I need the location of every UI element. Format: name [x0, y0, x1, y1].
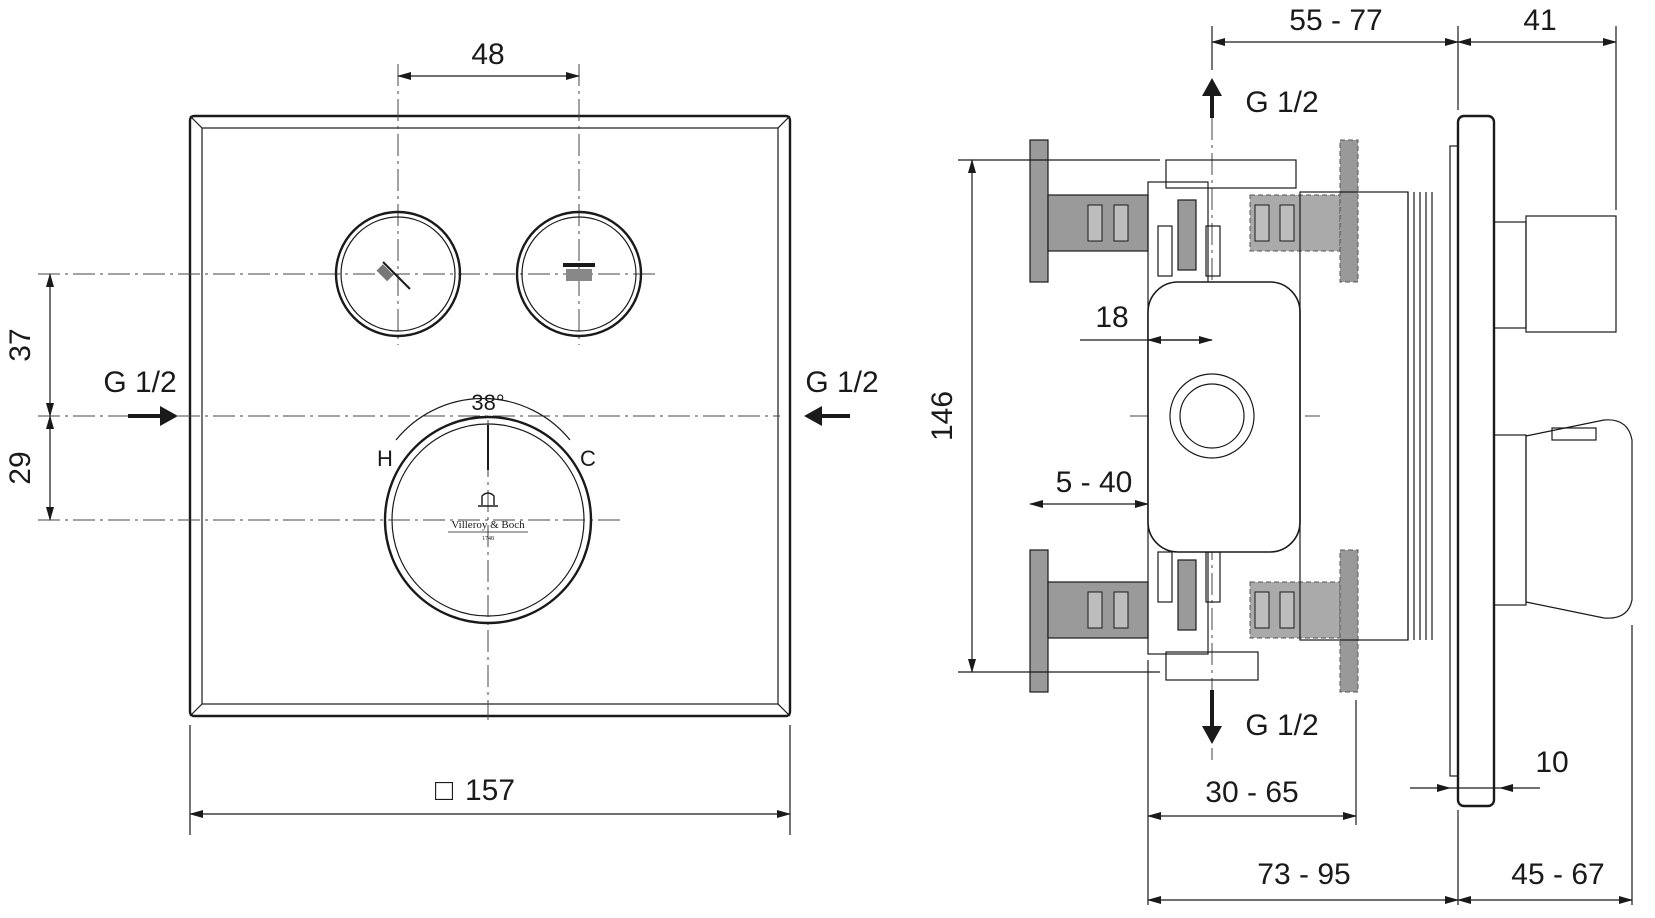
- dim-10: 10: [1535, 746, 1568, 779]
- dim-upper-offset: 37: [4, 328, 37, 361]
- outlet-top-arrow: [1202, 78, 1222, 118]
- hot-label: H: [377, 446, 393, 471]
- angle-label: 38°: [471, 390, 504, 415]
- svg-text:Villeroy & Boch: Villeroy & Boch: [451, 519, 525, 531]
- inlet-left-label: G 1/2: [103, 366, 176, 399]
- side-view: G 1/2 G 1/2 146 18 5 - 40 55 - 77 41: [926, 4, 1633, 905]
- dim-top-left: 55 - 77: [1289, 4, 1382, 37]
- dim-30-65: 30 - 65: [1205, 776, 1298, 809]
- dim-18: 18: [1095, 301, 1128, 334]
- hand-shower-button[interactable]: [334, 210, 462, 338]
- dim-width: 157: [465, 774, 515, 807]
- inlet-left-arrow: [128, 406, 178, 426]
- dim-lower-offset: 29: [4, 451, 37, 484]
- dim-5-40: 5 - 40: [1056, 466, 1133, 499]
- thermostat-knob[interactable]: [383, 415, 593, 625]
- front-view: 38° H C Villeroy & Boch 1748 G 1/2 G 1/2…: [4, 38, 879, 835]
- outlet-top-label: G 1/2: [1245, 86, 1318, 119]
- dim-button-spacing: 48: [471, 38, 504, 71]
- dim-top-right: 41: [1523, 4, 1556, 37]
- wall-plate: [1456, 114, 1496, 808]
- mounting-box: [1147, 281, 1301, 553]
- thread: [1407, 192, 1433, 640]
- dim-height: 146: [926, 391, 959, 441]
- dim-45-67: 45 - 67: [1511, 858, 1604, 891]
- temperature-arc: [395, 398, 571, 441]
- cold-label: C: [580, 446, 596, 471]
- svg-text:1748: 1748: [482, 536, 494, 542]
- dim-width-symbol: □: [435, 774, 454, 807]
- outlet-bottom-label: G 1/2: [1245, 709, 1318, 742]
- hand-shower-icon: [376, 261, 411, 290]
- rain-shower-icon: [563, 263, 595, 281]
- brand-logo: Villeroy & Boch 1748: [448, 492, 528, 542]
- inlet-right-label: G 1/2: [805, 366, 878, 399]
- inlet-right-arrow: [804, 406, 850, 426]
- side-button: [1493, 221, 1527, 329]
- dim-73-95: 73 - 95: [1257, 858, 1350, 891]
- rain-shower-button[interactable]: [515, 210, 643, 338]
- outlet-bottom-arrow: [1202, 690, 1222, 744]
- side-knob: [1493, 434, 1527, 606]
